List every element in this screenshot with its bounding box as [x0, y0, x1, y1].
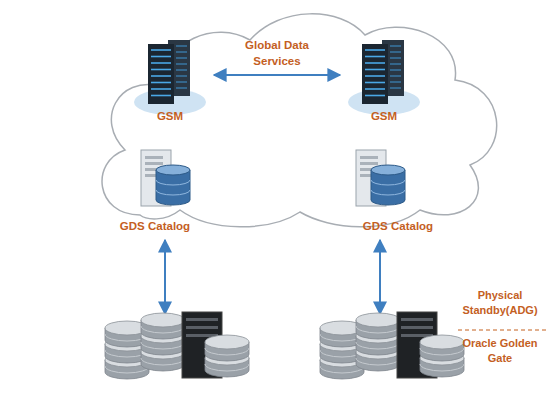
- rack-light: [151, 95, 171, 97]
- rack-light: [151, 62, 171, 64]
- rack-light: [390, 45, 401, 46]
- rack-light: [365, 69, 385, 71]
- replication-arrow: [379, 240, 381, 314]
- rack-light: [176, 45, 187, 46]
- server-slot: [186, 326, 218, 329]
- database-cluster: [320, 312, 464, 379]
- disk-symbol: [205, 335, 249, 361]
- node-label: GDS Catalog: [350, 220, 446, 233]
- drive-slot: [360, 162, 378, 165]
- replication-note: Physical Standby(ADG): [452, 288, 548, 318]
- rack-light: [176, 87, 187, 88]
- rack-light: [176, 81, 187, 82]
- database-cluster: [105, 312, 249, 379]
- replication-note: Oracle Golden Gate: [452, 336, 548, 366]
- rack-light: [176, 57, 187, 58]
- rack-light: [176, 69, 187, 70]
- rack-light: [365, 82, 385, 84]
- cylinder-top: [156, 165, 190, 175]
- cylinder-top: [371, 165, 405, 175]
- gsm-server: GSM: [342, 32, 426, 124]
- server-slot: [401, 326, 433, 329]
- server-slot: [186, 318, 218, 321]
- server-rack: [148, 44, 174, 104]
- rack-light: [365, 75, 385, 77]
- catalog-server: GDS Catalog: [104, 146, 206, 234]
- server-slot: [401, 318, 433, 321]
- node-label: GDS Catalog: [104, 220, 206, 233]
- drive-slot: [360, 156, 378, 159]
- rack-light: [365, 62, 385, 64]
- drive-slot: [145, 156, 163, 159]
- rack-light: [365, 88, 385, 90]
- rack-light: [151, 49, 171, 51]
- rack-light: [390, 75, 401, 76]
- cylinder-band: [371, 190, 405, 195]
- rack-light: [390, 51, 401, 52]
- rack-light: [390, 87, 401, 88]
- drive-slot: [145, 162, 163, 165]
- rack-light: [151, 56, 171, 58]
- rack-light: [151, 75, 171, 77]
- rack-light: [390, 57, 401, 58]
- node-label: GSM: [342, 110, 426, 123]
- cylinder-band: [156, 180, 190, 185]
- rack-light: [176, 75, 187, 76]
- replication-arrow: [164, 240, 166, 314]
- cloud-outline: [102, 14, 497, 227]
- disk-symbol: [356, 313, 400, 339]
- catalog-server: GDS Catalog: [350, 146, 446, 234]
- server-rack: [362, 44, 388, 104]
- gsm-server: GSM: [128, 32, 212, 124]
- disk-symbol: [420, 335, 464, 361]
- node-label: GSM: [128, 110, 212, 123]
- link-arrow: [214, 74, 340, 76]
- rack-light: [151, 69, 171, 71]
- link-label: Global Data Services: [231, 37, 323, 69]
- rack-light: [365, 56, 385, 58]
- disk-symbol: [141, 313, 185, 339]
- rack-light: [176, 51, 187, 52]
- rack-light: [390, 81, 401, 82]
- rack-light: [151, 88, 171, 90]
- rack-light: [390, 63, 401, 64]
- rack-light: [365, 49, 385, 51]
- cylinder-band: [371, 180, 405, 185]
- rack-light: [176, 63, 187, 64]
- rack-light: [390, 69, 401, 70]
- separator-line: [458, 330, 546, 331]
- cylinder-band: [156, 190, 190, 195]
- rack-light: [151, 82, 171, 84]
- rack-light: [365, 95, 385, 97]
